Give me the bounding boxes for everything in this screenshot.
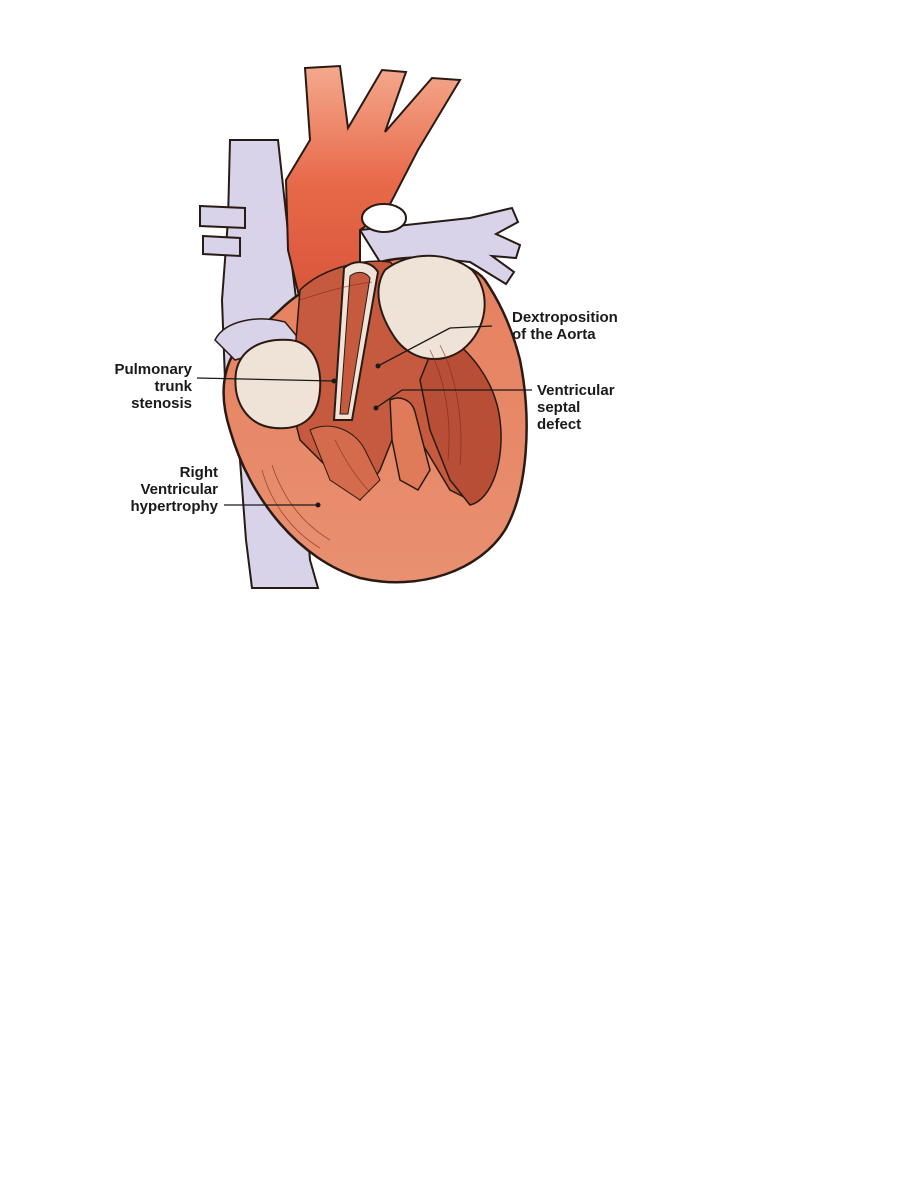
left-vessel-stubs [199, 204, 246, 258]
left-ventricle [419, 328, 502, 506]
label-line: Ventricular [537, 382, 615, 399]
label-line: Ventricular [140, 481, 218, 498]
aortic-valve-region [377, 254, 486, 361]
label-line: defect [537, 416, 582, 433]
label-line: hypertrophy [130, 498, 218, 515]
label-line: Dextroposition [512, 309, 618, 326]
label-line: Right [179, 464, 218, 481]
label-dextroposition-aorta: Dextroposition of the Aorta [512, 309, 662, 343]
right-valve-region [234, 338, 322, 430]
label-line: of the Aorta [512, 326, 596, 343]
label-line: trunk [154, 378, 193, 395]
label-line: stenosis [131, 395, 192, 412]
label-line: septal [537, 399, 581, 416]
trabeculae-lines [261, 281, 462, 549]
label-pulmonary-trunk-stenosis: Pulmonary trunk stenosis [92, 361, 192, 412]
label-ventricular-septal-defect: Ventricular septal defect [537, 382, 647, 433]
septum [389, 397, 431, 492]
leader-dots [315, 363, 381, 508]
arch-opening [361, 203, 407, 233]
leader-lines [196, 325, 532, 506]
label-line: Pulmonary [114, 361, 192, 378]
label-right-ventricular-hypertrophy: Right Ventricular hypertrophy [80, 464, 218, 515]
aorta [284, 64, 462, 302]
